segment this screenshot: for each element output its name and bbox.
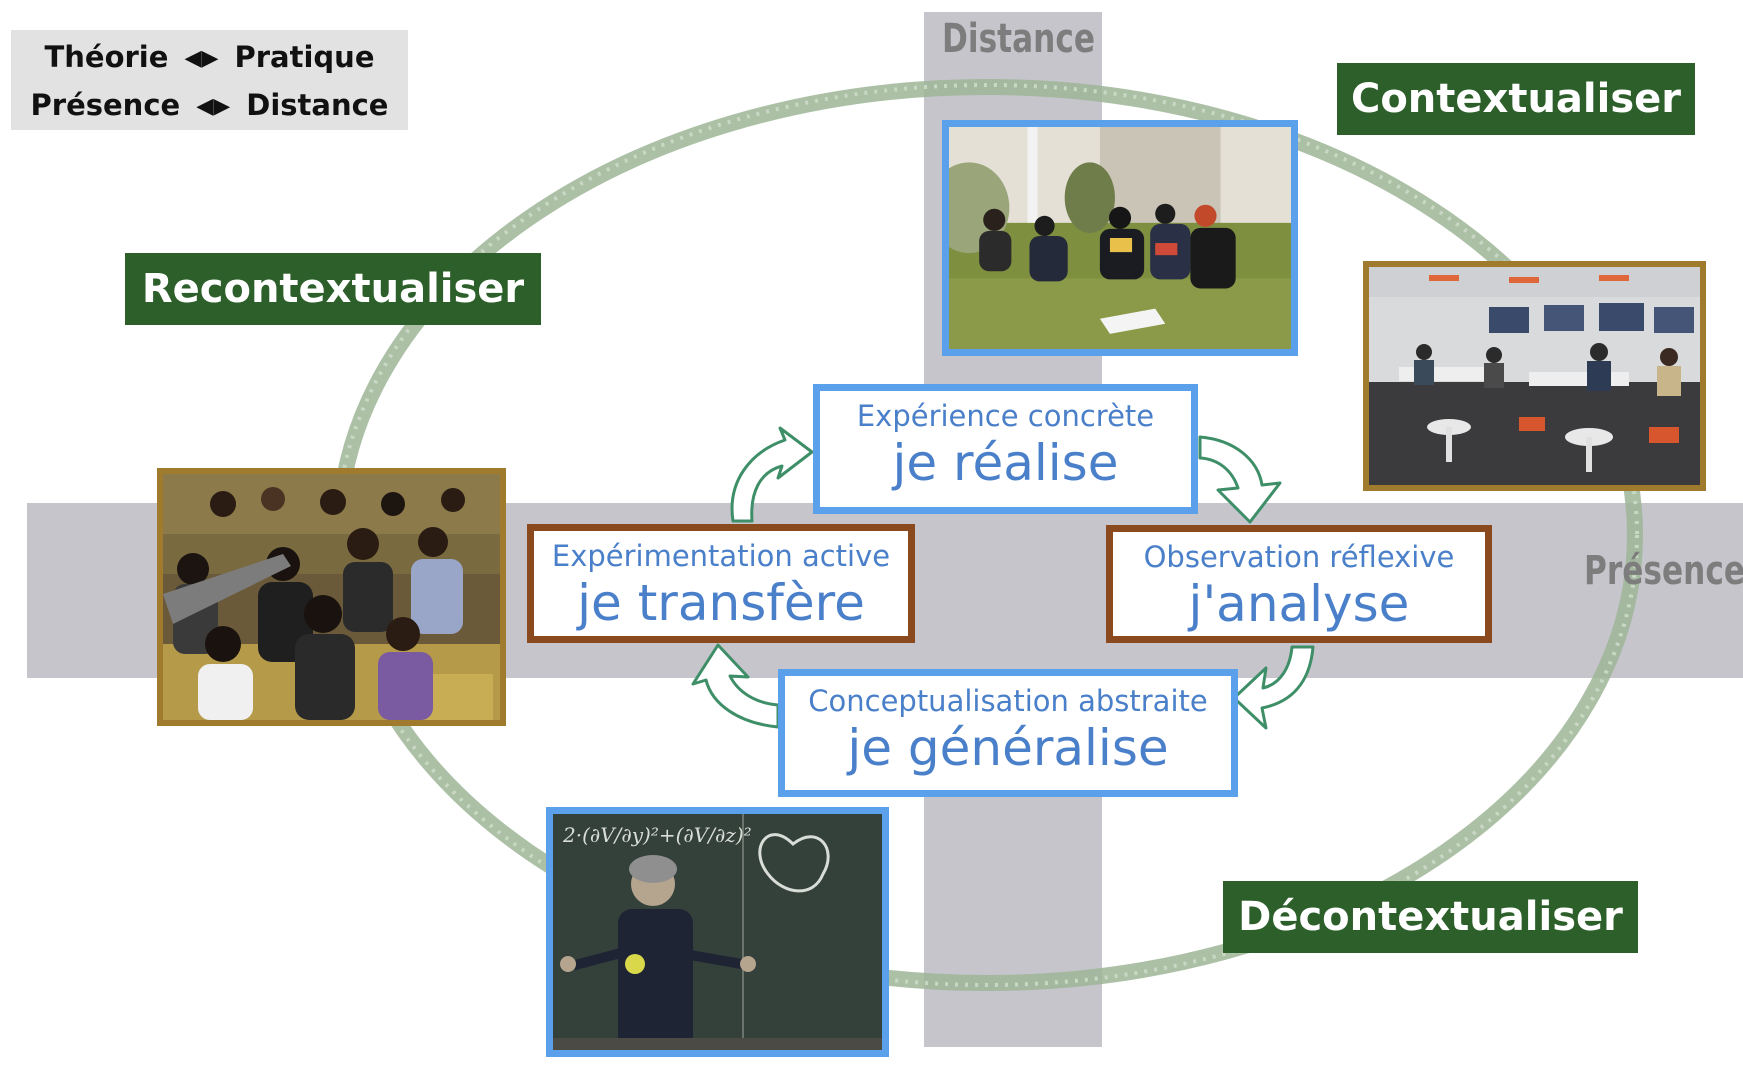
stage-action: je réalise: [892, 434, 1119, 492]
axis-label-distance: Distance: [942, 16, 1096, 62]
photo-professor-chalkboard: 2·(∂V/∂y)²+(∂V/∂z)²: [546, 807, 889, 1057]
double-arrow-icon: ◀▶: [196, 94, 231, 119]
stage-abstract-conceptualisation: Conceptualisation abstraite je généralis…: [778, 669, 1238, 797]
legend-distance: Distance: [246, 88, 389, 122]
stage-reflexive-observation: Observation réflexive j'analyse: [1106, 525, 1492, 643]
phase-contextualiser: Contextualiser: [1337, 63, 1695, 135]
legend-presence: Présence: [30, 88, 181, 122]
stage-action: je généralise: [847, 719, 1169, 777]
legend-theory: Théorie: [44, 40, 169, 74]
double-arrow-icon: ◀▶: [184, 46, 219, 71]
arrow-abstract-to-active: [691, 643, 780, 729]
stage-concrete-experience: Expérience concrète je réalise: [813, 384, 1198, 514]
stage-title: Conceptualisation abstraite: [808, 684, 1208, 718]
legend-practice: Pratique: [234, 40, 375, 74]
stage-action: j'analyse: [1188, 575, 1410, 633]
stage-title: Observation réflexive: [1143, 540, 1455, 574]
svg-text:2·(∂V/∂y)²+(∂V/∂z)²: 2·(∂V/∂y)²+(∂V/∂z)²: [562, 823, 752, 847]
stage-active-experimentation: Expérimentation active je transfère: [527, 524, 915, 643]
stage-title: Expérience concrète: [856, 399, 1155, 433]
phase-decontextualiser: Décontextualiser: [1223, 881, 1638, 953]
phase-recontextualiser: Recontextualiser: [125, 253, 541, 325]
photo-students-outdoors: [942, 120, 1298, 356]
legend-line-presence-distance: Présence ◀▶ Distance: [11, 82, 408, 130]
legend-box: Théorie ◀▶ Pratique Présence ◀▶ Distance: [11, 30, 408, 130]
arrow-concrete-to-reflexive: [1198, 435, 1282, 524]
arrow-reflexive-to-abstract: [1232, 645, 1315, 730]
stage-title: Expérimentation active: [551, 539, 891, 573]
arrow-active-to-concrete: [730, 426, 814, 523]
axis-label-presence: Présence: [1584, 548, 1743, 594]
photo-lecture-hall-students: [157, 468, 506, 726]
photo-modern-classroom: [1363, 261, 1706, 491]
legend-line-theory-practice: Théorie ◀▶ Pratique: [11, 34, 408, 82]
stage-action: je transfère: [577, 574, 865, 632]
